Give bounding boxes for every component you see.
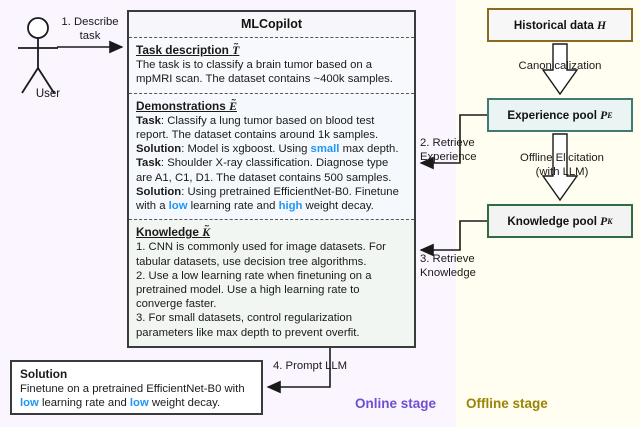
knowledge-item-3: 3. For small datasets, control regulariz… bbox=[136, 312, 360, 339]
describe-task-line1: 1. Describe bbox=[61, 16, 119, 28]
edge-label-retrieve-knowledge: 3. Retrieve Knowledge bbox=[420, 253, 484, 280]
demo-4-highlight-1: low bbox=[168, 200, 188, 213]
experience-pool-symbol: P bbox=[600, 108, 608, 122]
section-knowledge: Knowledge K̃ 1. CNN is commonly used for… bbox=[129, 219, 414, 346]
demo-2-label: Solution bbox=[136, 143, 182, 156]
mlcopilot-box: MLCopilot Task description T̃ The task i… bbox=[127, 10, 416, 348]
demo-4-text-post: weight decay. bbox=[302, 200, 374, 213]
offline-elicitation-line2: (with LLM) bbox=[535, 165, 589, 178]
demo-2-text-post: max depth. bbox=[339, 143, 399, 156]
mlcopilot-title: MLCopilot bbox=[129, 12, 414, 37]
demo-1-label: Task bbox=[136, 114, 161, 127]
experience-pool-subscript: E bbox=[607, 110, 613, 120]
user-label: User bbox=[35, 88, 61, 100]
retrieve-experience-line2: Experience bbox=[420, 150, 477, 163]
edge-label-describe-task: 1. Describe task bbox=[54, 16, 126, 43]
knowledge-item-2: 2. Use a low learning rate when finetuni… bbox=[136, 269, 372, 311]
section-demonstrations: Demonstrations Ẽ Task: Classify a lung … bbox=[129, 92, 414, 220]
solution-highlight-1: low bbox=[20, 397, 39, 410]
solution-text-post: weight decay. bbox=[148, 397, 221, 410]
demonstrations-heading: Demonstrations Ẽ bbox=[136, 98, 237, 113]
solution-text-mid: learning rate and bbox=[38, 397, 130, 410]
historical-data-box: Historical data H bbox=[487, 8, 633, 42]
edge-label-canonicalization: Canonicalization bbox=[518, 60, 602, 72]
demo-item-1: Task: Classify a lung tumor based on blo… bbox=[136, 114, 379, 142]
demo-2-highlight: small bbox=[310, 143, 340, 156]
demo-3-label: Task bbox=[136, 157, 161, 170]
demo-2-text-pre: Model is xgboost. Using bbox=[187, 143, 311, 156]
retrieve-knowledge-line1: 3. Retrieve bbox=[420, 253, 475, 265]
solution-highlight-2: low bbox=[129, 397, 149, 410]
online-stage-label: Online stage bbox=[355, 396, 437, 411]
demo-item-2: Solution: Model is xgboost. Using small … bbox=[136, 143, 399, 156]
demo-4-highlight-2: high bbox=[278, 200, 303, 213]
solution-box: Solution Finetune on a pretrained Effici… bbox=[10, 360, 263, 415]
demonstrations-symbol: E bbox=[229, 98, 237, 113]
demo-item-4: Solution: Using pretrained EfficientNet-… bbox=[136, 185, 399, 213]
offline-elicitation-line1: Offline Elicitation bbox=[520, 152, 604, 164]
edge-label-retrieve-experience: 2. Retrieve Experience bbox=[420, 137, 484, 164]
solution-heading: Solution bbox=[20, 367, 68, 381]
demo-4-text-pre: Using pretrained EfficientNet-B0. Finetu… bbox=[136, 185, 399, 213]
describe-task-line2: task bbox=[79, 29, 101, 42]
task-description-body: The task is to classify a brain tumor ba… bbox=[136, 59, 393, 86]
task-description-heading: Task description T̃ bbox=[136, 43, 240, 57]
historical-data-label: Historical data H bbox=[513, 18, 607, 32]
demo-4-text-mid: learning rate and bbox=[187, 200, 279, 213]
knowledge-pool-subscript: K bbox=[607, 216, 613, 226]
solution-text-pre: Finetune on a pretrained EfficientNet-B0… bbox=[20, 383, 245, 396]
knowledge-heading: Knowledge K̃ bbox=[136, 225, 211, 240]
demo-3-text: Shoulder X-ray classification. Diagnose … bbox=[136, 157, 392, 184]
task-symbol: T bbox=[232, 43, 240, 57]
knowledge-item-1: 1. CNN is commonly used for image datase… bbox=[136, 241, 386, 268]
edge-label-prompt-llm: 4. Prompt LLM bbox=[273, 360, 348, 372]
knowledge-pool-symbol: P bbox=[600, 214, 608, 228]
offline-stage-label: Offline stage bbox=[466, 396, 548, 411]
demo-item-3: Task: Shoulder X-ray classification. Dia… bbox=[136, 157, 392, 184]
demo-4-label: Solution bbox=[136, 185, 182, 198]
retrieve-knowledge-line2: Knowledge bbox=[420, 266, 476, 279]
edge-label-offline-elicitation: Offline Elicitation (with LLM) bbox=[492, 152, 632, 179]
historical-data-symbol: H bbox=[597, 18, 607, 32]
retrieve-experience-line1: 2. Retrieve bbox=[420, 137, 475, 149]
demo-1-text: Classify a lung tumor based on blood tes… bbox=[136, 114, 379, 142]
knowledge-symbol: K bbox=[202, 225, 211, 240]
section-task-description: Task description T̃ The task is to class… bbox=[129, 37, 414, 93]
